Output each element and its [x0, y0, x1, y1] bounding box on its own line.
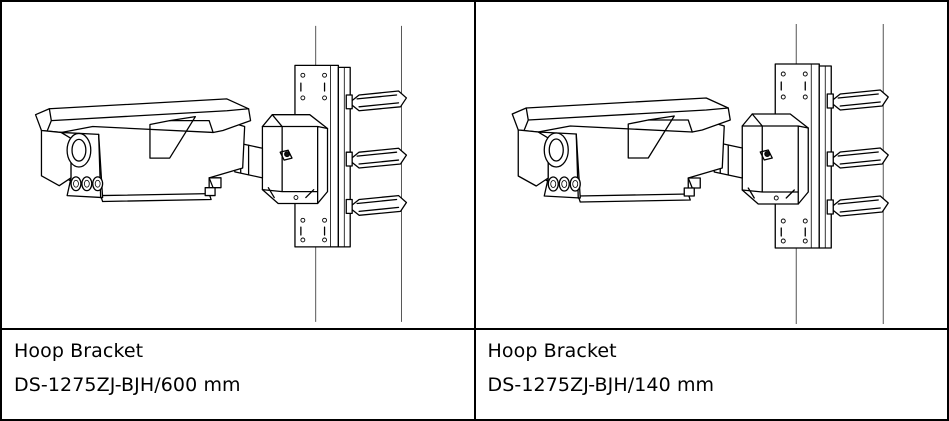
panel-caption-cell-1: Hoop Bracket DS-1275ZJ-BJH/600 mm	[0, 328, 476, 421]
panel-image-cell-1	[0, 0, 476, 330]
panel-model: DS-1275ZJ-BJH/140 mm	[487, 374, 715, 396]
panel-image-cell-2	[473, 0, 949, 330]
camera-on-pole-bracket-drawing-1	[34, 25, 408, 323]
panel-title: Hoop Bracket	[487, 340, 617, 362]
panel-caption-cell-2: Hoop Bracket DS-1275ZJ-BJH/140 mm	[473, 328, 949, 421]
panel-model: DS-1275ZJ-BJH/600 mm	[14, 374, 241, 396]
panel-title: Hoop Bracket	[14, 340, 144, 362]
camera-on-pole-bracket-drawing-2	[511, 23, 889, 325]
